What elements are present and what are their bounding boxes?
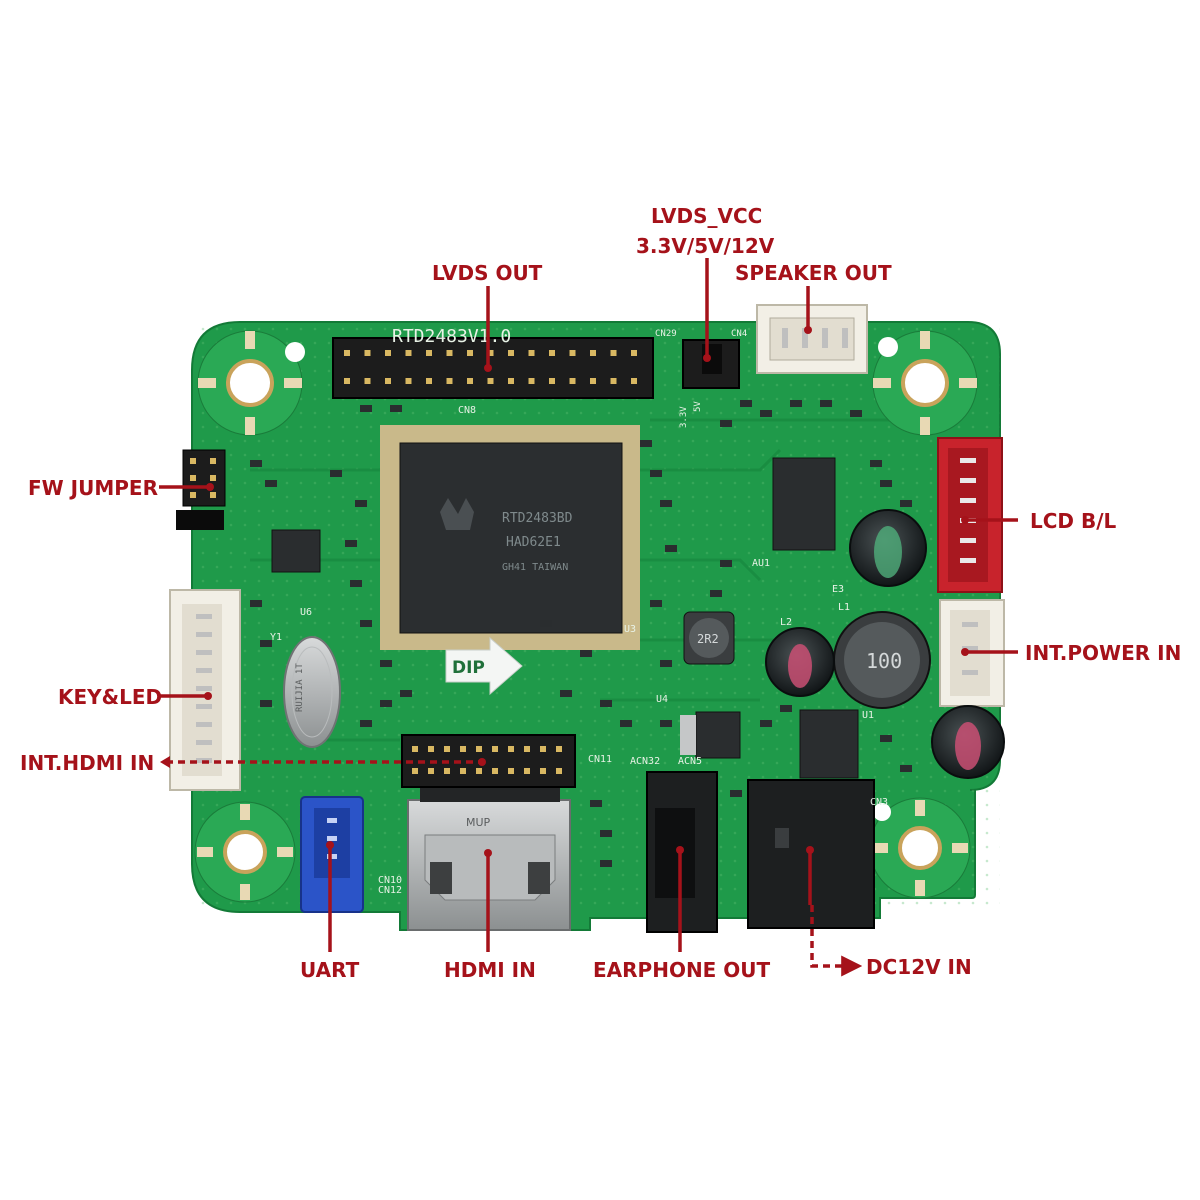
label-int-power-in: INT.POWER IN: [1025, 641, 1182, 665]
fw-jumper-header: [176, 449, 226, 530]
chip-marking-3: GH41 TAIWAN: [502, 562, 568, 573]
inductor-100: [833, 611, 931, 709]
svg-text:CN10: CN10: [378, 875, 402, 886]
smd-components: [250, 400, 912, 867]
inductor-2r2: [683, 611, 735, 665]
main-chip-rtd2483: [380, 425, 640, 650]
svg-text:Y1: Y1: [270, 632, 282, 643]
svg-text:AU1: AU1: [752, 558, 770, 569]
mount-hole-br: [869, 797, 971, 899]
capacitor-right: [931, 705, 1005, 779]
svg-text:U6: U6: [300, 607, 312, 618]
svg-text:ACN32: ACN32: [630, 756, 660, 767]
label-uart: UART: [300, 958, 360, 982]
mount-hole-bl: [194, 801, 296, 903]
key-led-connector: [169, 589, 241, 791]
crystal-y1: [283, 636, 341, 748]
label-lvds-vcc-options: 3.3V/5V/12V: [636, 234, 775, 258]
svg-text:CN29: CN29: [655, 329, 677, 339]
pointer-lines: [159, 258, 1018, 952]
svg-text:ACN5: ACN5: [678, 756, 702, 767]
uart-connector: [300, 796, 364, 913]
svg-text:CN4: CN4: [731, 329, 747, 339]
eeprom-chip: [271, 529, 321, 573]
label-lvds-vcc: LVDS_VCC: [651, 204, 763, 228]
int-hdmi-header: [401, 734, 576, 788]
pointer-dots: [160, 326, 969, 857]
hdmi-brand: MUP: [466, 816, 491, 829]
svg-text:U4: U4: [656, 694, 668, 705]
crystal-marking: RUIJIA 1T: [295, 663, 305, 712]
mount-hole-tr: [872, 330, 978, 436]
dip-label: DIP: [452, 658, 485, 678]
lcd-bl-connector: [937, 437, 1003, 593]
label-lvds-out: LVDS OUT: [432, 261, 543, 285]
label-key-led: KEY&LED: [58, 685, 163, 709]
chip-marking-2: HAD62E1: [506, 535, 561, 550]
svg-text:L2: L2: [780, 617, 792, 628]
svg-text:U1: U1: [862, 710, 874, 721]
dashed-pointers: [166, 760, 863, 977]
soic-chip-u1: [799, 709, 859, 779]
svg-text:CN12: CN12: [378, 885, 402, 896]
svg-text:CN8: CN8: [458, 405, 476, 416]
inductor-100-label: 100: [866, 649, 902, 673]
chip-marking-1: RTD2483BD: [502, 511, 573, 526]
svg-text:L1: L1: [838, 602, 850, 613]
label-earphone-out: EARPHONE OUT: [593, 958, 771, 982]
label-hdmi-in: HDMI IN: [444, 958, 536, 982]
label-int-hdmi-in: INT.HDMI IN: [20, 751, 155, 775]
silk-model: RTD2483V1.0: [392, 326, 511, 347]
lvds-vcc-jumper: [682, 339, 740, 389]
label-speaker-out: SPEAKER OUT: [735, 261, 892, 285]
svg-text:CN11: CN11: [588, 754, 612, 765]
dip-arrow: [445, 636, 523, 696]
svg-text:3.3V: 3.3V: [679, 406, 689, 428]
svg-text:E3: E3: [832, 584, 844, 595]
label-lcd-bl: LCD B/L: [1030, 509, 1117, 533]
regulator-u4: [680, 711, 741, 759]
capacitor-mid: [765, 627, 835, 697]
soic-chip-audio: [772, 457, 836, 551]
label-fw-jumper: FW JUMPER: [28, 476, 158, 500]
inductor-2r2-label: 2R2: [697, 632, 719, 646]
svg-text:5V: 5V: [693, 401, 703, 412]
lvds-out-header: [332, 337, 654, 399]
svg-text:CN3: CN3: [870, 797, 888, 808]
speaker-out-connector: [756, 304, 868, 374]
svg-text:U3: U3: [624, 624, 636, 635]
mount-hole-tl: [197, 330, 305, 436]
capacitor-top: [849, 509, 927, 587]
label-dc12v-in: DC12V IN: [866, 955, 972, 979]
